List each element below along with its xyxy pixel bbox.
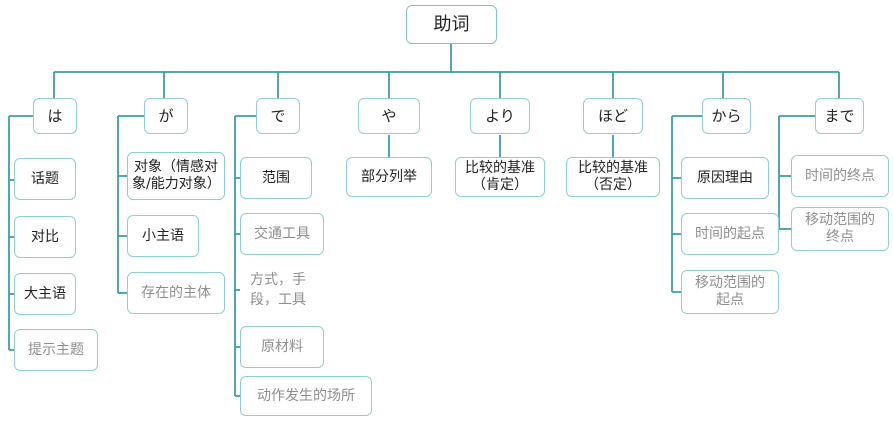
leaf-node: 存在的主体 xyxy=(127,272,225,314)
branch-head-ga: が xyxy=(144,98,188,134)
leaf-label-unboxed: 方式，手段，工具 xyxy=(250,272,306,308)
leaf-node: 对比 xyxy=(14,216,76,258)
branch-head-ya: や xyxy=(358,98,420,134)
branch-head-de: で xyxy=(256,98,300,134)
branch-head-kara: から xyxy=(702,98,751,134)
leaf-node: 移动范围的终点 xyxy=(791,207,889,251)
leaf-node: 时间的终点 xyxy=(791,155,889,197)
branch-head-wa: は xyxy=(33,98,77,134)
leaf-node: 比较的基准（否定） xyxy=(566,157,660,197)
leaf-node: 部分列举 xyxy=(346,157,432,197)
leaf-node: 时间的起点 xyxy=(681,213,779,255)
leaf-node: 原因理由 xyxy=(681,157,769,199)
leaf-node: 交通工具 xyxy=(240,213,324,255)
leaf-node: 提示主题 xyxy=(14,329,98,371)
leaf-node: 小主语 xyxy=(127,215,199,257)
leaf-node: 移动范围的起点 xyxy=(681,270,779,314)
branch-head-yori: より xyxy=(470,98,530,134)
leaf-node: 对象（情感对象/能力对象） xyxy=(127,152,225,200)
leaf-node: 范围 xyxy=(240,157,312,199)
branch-head-made: まで xyxy=(815,98,864,134)
leaf-node: 大主语 xyxy=(14,273,76,315)
root-node: 助词 xyxy=(406,5,497,44)
leaf-node: 话题 xyxy=(14,158,76,200)
leaf-node: 原材料 xyxy=(240,326,324,368)
leaf-node: 动作发生的场所 xyxy=(240,376,372,416)
branch-head-hodo: ほど xyxy=(583,98,643,134)
leaf-node: 比较的基准（肯定） xyxy=(455,157,545,197)
